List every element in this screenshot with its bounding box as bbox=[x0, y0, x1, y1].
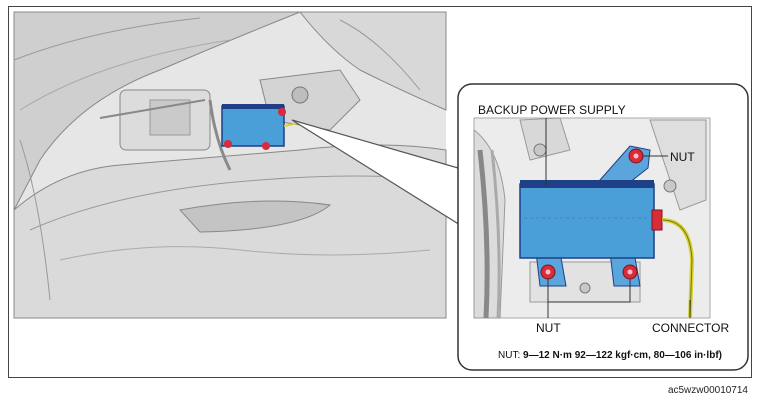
torque-prefix: NUT: bbox=[498, 350, 521, 361]
label-backup-power-supply: BACKUP POWER SUPPLY bbox=[478, 103, 626, 117]
label-nut-bottom: NUT bbox=[536, 321, 561, 335]
label-connector: CONNECTOR bbox=[652, 321, 730, 335]
figure-code: ac5wzw00010714 bbox=[667, 385, 748, 396]
torque-spec: NUT: 9—12 N·m 92—122 kgf·cm, 80—106 in·l… bbox=[498, 350, 722, 361]
torque-value: 9—12 N·m 92—122 kgf·cm, 80—106 in·lbf) bbox=[523, 350, 722, 361]
label-nut-top: NUT bbox=[670, 150, 695, 164]
detail-inset bbox=[457, 83, 749, 371]
engine-bay-view bbox=[13, 11, 447, 319]
